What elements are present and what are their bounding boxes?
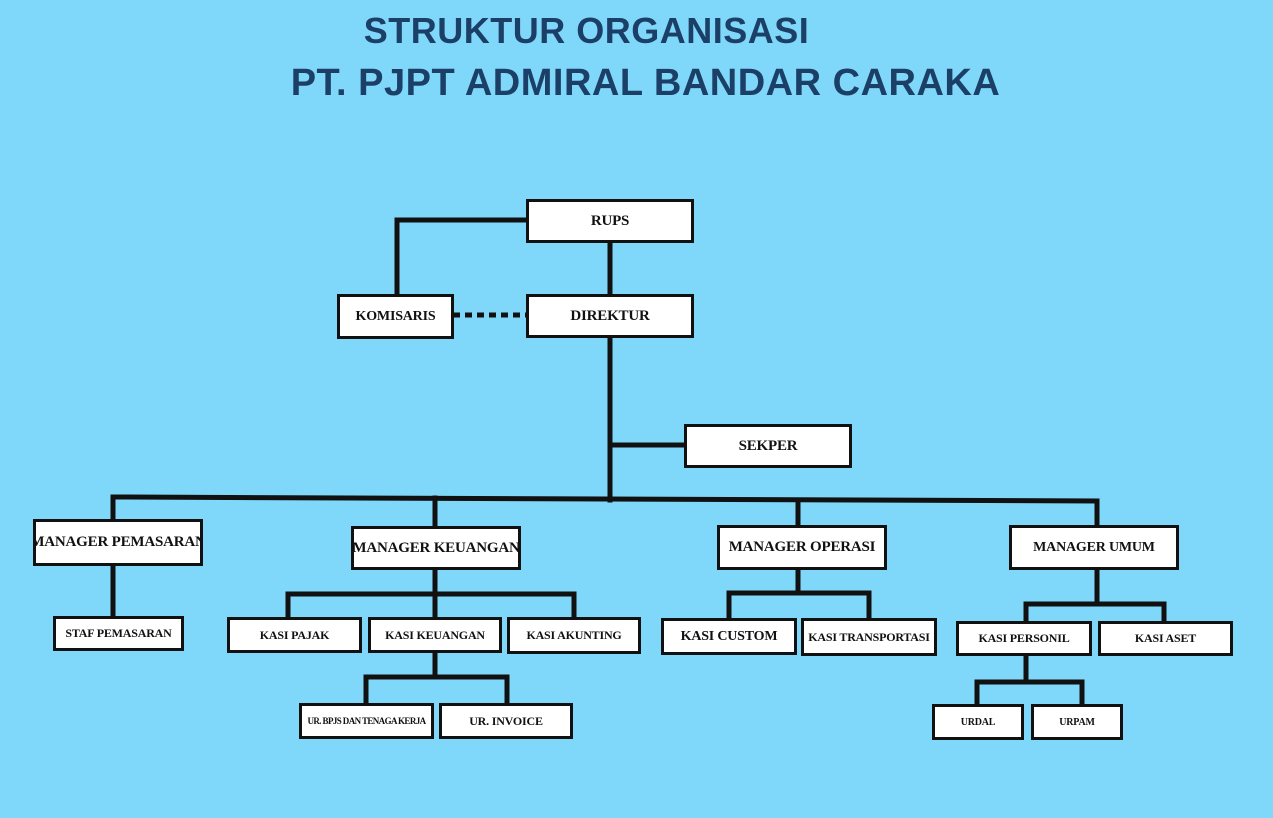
connector-manager-bus <box>110 494 1100 504</box>
manager-pemasaran-box: MANAGER PEMASARAN <box>33 519 203 566</box>
kasi-aset-box: KASI ASET <box>1098 621 1233 656</box>
sekper-box: SEKPER <box>684 424 852 468</box>
kasi-akunting-box: KASI AKUNTING <box>507 617 641 654</box>
staf-pemasaran-box: STAF PEMASARAN <box>53 616 184 651</box>
ur-invoice-box: UR. INVOICE <box>439 703 573 739</box>
urpam-box: URPAM <box>1031 704 1123 740</box>
manager-keuangan-box: MANAGER KEUANGAN <box>351 526 521 570</box>
kasi-pajak-box: KASI PAJAK <box>227 617 362 653</box>
manager-umum-box: MANAGER UMUM <box>1009 525 1179 570</box>
connector-rups-komisaris <box>394 217 530 298</box>
company-name: PT. PJPT ADMIRAL BANDAR CARAKA <box>290 62 1001 104</box>
kasi-keuangan-box: KASI KEUANGAN <box>368 617 502 653</box>
manager-operasi-box: MANAGER OPERASI <box>717 525 887 570</box>
ur-bpjs-box: UR. BPJS DAN TENAGA KERJA <box>299 703 434 739</box>
chart-title: STRUKTUR ORGANISASI <box>363 10 810 51</box>
kasi-transportasi-box: KASI TRANSPORTASI <box>801 618 937 656</box>
rups-box: RUPS <box>526 199 694 243</box>
kasi-custom-box: KASI CUSTOM <box>661 618 797 655</box>
komisaris-box: KOMISARIS <box>337 294 454 339</box>
kasi-personil-box: KASI PERSONIL <box>956 621 1092 656</box>
direktur-box: DIREKTUR <box>526 294 694 338</box>
urdal-box: URDAL <box>932 704 1024 740</box>
